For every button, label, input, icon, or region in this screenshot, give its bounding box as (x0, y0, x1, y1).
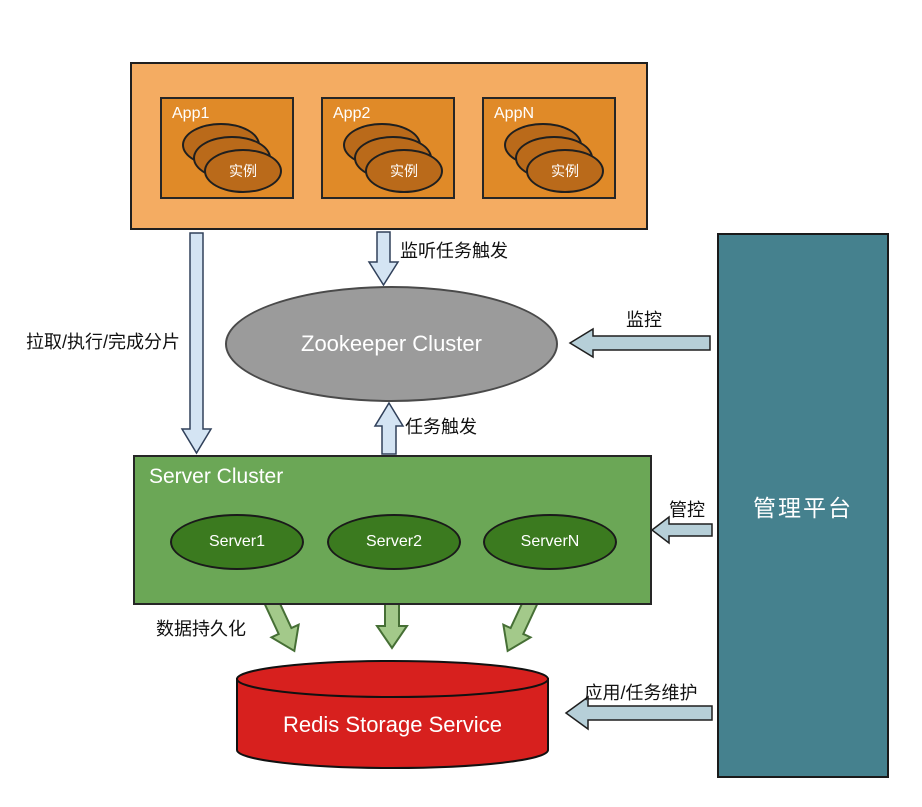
instance-ellipse-front: 实例 (365, 149, 443, 193)
server-ellipse-server2: Server2 (327, 514, 461, 570)
monitor-arrow-label: 监控 (626, 310, 662, 330)
app-cluster-box: App1 实例 App2 实例 AppN 实例 (130, 62, 648, 230)
instance-label: 实例 (390, 163, 418, 179)
server-cluster-title: Server Cluster (149, 465, 284, 488)
server-ellipse-server1: Server1 (170, 514, 304, 570)
management-label: 管理平台 (753, 494, 853, 521)
app-box-appn: AppN 实例 (482, 97, 616, 199)
app-name: AppN (494, 105, 535, 122)
server-cluster-box: Server Cluster Server1 Server2 ServerN (133, 455, 652, 605)
trigger-arrow (373, 401, 405, 455)
app-box-app2: App2 实例 (321, 97, 455, 199)
control-arrow (650, 515, 713, 545)
pull-arrow (180, 232, 213, 455)
trigger-arrow-label: 任务触发 (405, 417, 477, 437)
instance-label: 实例 (551, 163, 579, 179)
control-arrow-label: 管控 (669, 500, 705, 520)
monitor-arrow (568, 327, 711, 359)
app-name: App2 (333, 105, 371, 122)
redis-label: Redis Storage Service (283, 712, 502, 737)
app-box-app1: App1 实例 (160, 97, 294, 199)
persist-arrow-label: 数据持久化 (156, 619, 246, 639)
management-box: 管理平台 (717, 233, 889, 778)
maintain-arrow-label: 应用/任务维护 (584, 683, 698, 703)
redis-cylinder (236, 660, 549, 769)
maintain-arrow (564, 695, 713, 731)
listen-arrow (367, 231, 400, 287)
instance-ellipse-front: 实例 (526, 149, 604, 193)
pull-arrow-label: 拉取/执行/完成分片 (25, 332, 180, 352)
instance-label: 实例 (229, 163, 257, 179)
listen-arrow-label: 监听任务触发 (400, 241, 508, 261)
instance-ellipse-front: 实例 (204, 149, 282, 193)
server-ellipse-servern: ServerN (483, 514, 617, 570)
zookeeper-ellipse: Zookeeper Cluster (225, 286, 558, 402)
app-name: App1 (172, 105, 210, 122)
zookeeper-label: Zookeeper Cluster (301, 331, 482, 356)
